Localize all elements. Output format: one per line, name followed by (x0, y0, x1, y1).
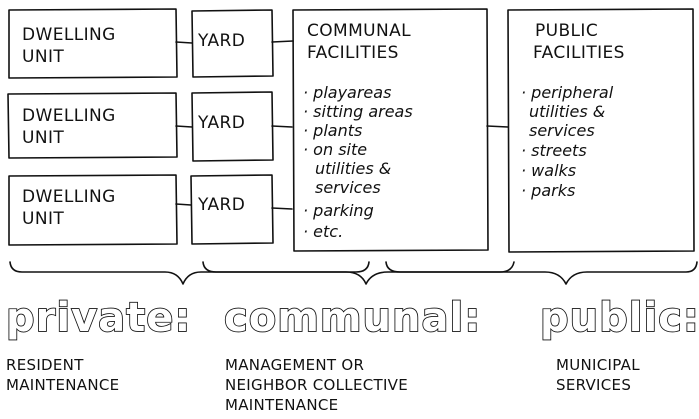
communal-title-line2: FACILITIES (307, 43, 399, 63)
category-communal-desc-2: NEIGHBOR COLLECTIVE (225, 376, 408, 394)
yard-3: YARD (190, 174, 274, 245)
yard-3-label: YARD (197, 195, 245, 215)
dwelling-unit-1-line1: DWELLING (22, 25, 116, 45)
communal-facilities-box: COMMUNAL FACILITIES · playareas · sittin… (292, 8, 489, 252)
category-private-title: private: (6, 295, 191, 341)
communal-item-7: · parking (303, 201, 374, 220)
category-communal-desc-1: MANAGEMENT OR (225, 356, 364, 374)
public-item-4: · streets (521, 141, 587, 160)
communal-item-4: · on site (303, 140, 367, 159)
communal-item-3: · plants (303, 121, 362, 140)
connector-yard-communal-2 (271, 125, 293, 128)
yard-2-label: YARD (197, 113, 245, 133)
dwelling-unit-3-line2: UNIT (22, 209, 64, 229)
public-item-1: · peripheral (521, 83, 614, 102)
communal-item-6: services (315, 178, 381, 197)
yard-2: YARD (191, 91, 274, 162)
connector-dwelling-yard-2 (175, 125, 193, 128)
public-item-6: · parks (521, 181, 575, 200)
public-title-line1: PUBLIC (535, 21, 598, 41)
public-item-5: · walks (521, 161, 576, 180)
public-item-3: services (529, 121, 595, 140)
dwelling-unit-2-line1: DWELLING (22, 106, 116, 126)
connector-yard-communal-3 (271, 207, 293, 210)
connector-yard-communal-1 (271, 40, 294, 43)
public-title-line2: FACILITIES (533, 43, 625, 63)
dwelling-unit-1: DWELLING UNIT (8, 8, 178, 79)
dwelling-unit-1-line2: UNIT (22, 47, 64, 67)
yard-1: YARD (191, 9, 274, 78)
connector-communal-public (486, 125, 509, 128)
yard-1-label: YARD (197, 31, 245, 51)
public-facilities-box: PUBLIC FACILITIES · peripheral utilities… (507, 8, 695, 253)
category-private-desc-2: MAINTENANCE (6, 376, 119, 394)
dwelling-unit-3: DWELLING UNIT (8, 174, 178, 246)
communal-item-5: utilities & (315, 159, 391, 178)
dwelling-unit-2: DWELLING UNIT (7, 92, 178, 159)
category-public-desc-2: SERVICES (556, 376, 631, 394)
dwelling-unit-2-line2: UNIT (22, 128, 64, 148)
communal-item-1: · playareas (303, 83, 391, 102)
category-communal-title: communal: (224, 295, 481, 341)
brace-public (385, 261, 698, 285)
connector-dwelling-yard-3 (175, 203, 192, 206)
category-private-desc-1: RESIDENT (6, 356, 84, 374)
communal-item-2: · sitting areas (303, 102, 413, 121)
public-item-2: utilities & (529, 102, 605, 121)
communal-item-8: · etc. (303, 222, 343, 241)
brace-private (9, 261, 370, 285)
category-public-desc-1: MUNICIPAL (556, 356, 640, 374)
dwelling-unit-3-line1: DWELLING (22, 187, 116, 207)
category-communal-desc-3: MAINTENANCE (225, 396, 338, 414)
brace-communal (202, 261, 515, 285)
communal-title-line1: COMMUNAL (307, 21, 411, 41)
category-public-title: public: (540, 295, 699, 341)
connector-dwelling-yard-1 (175, 41, 193, 44)
